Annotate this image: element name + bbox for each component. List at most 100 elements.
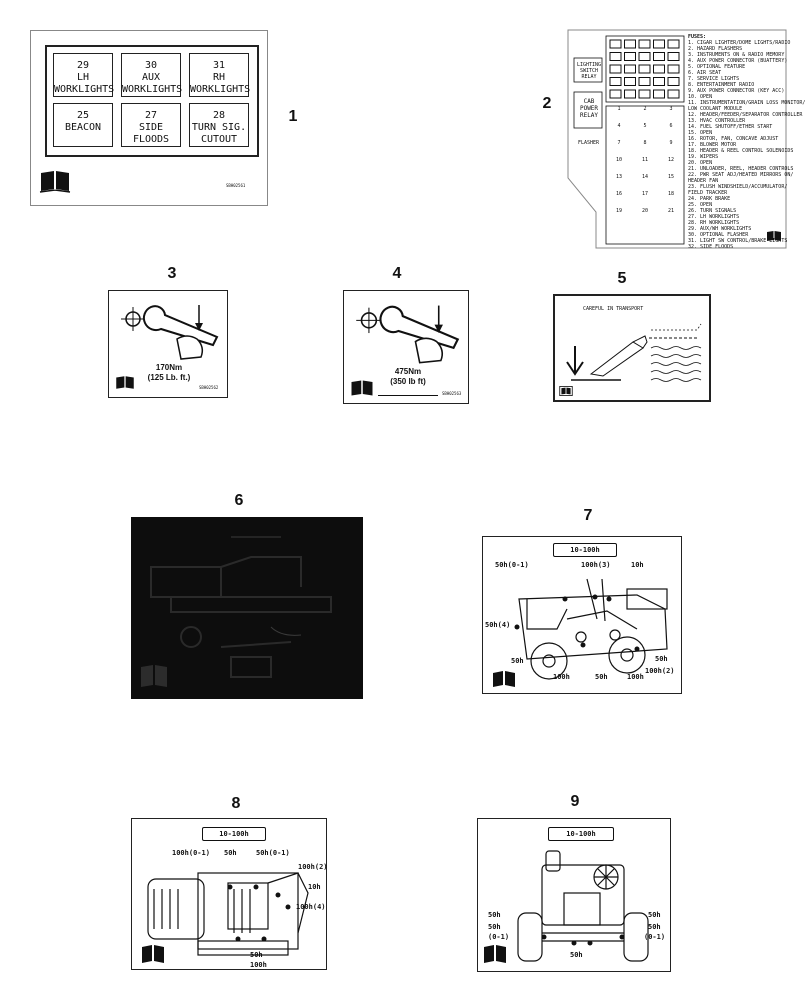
fuse-note: 1. CIGAR LIGHTER/DOME LIGHTS/RADIO xyxy=(688,40,791,46)
fuse-cell: 4 xyxy=(617,123,621,129)
decal-2-fuse-panel xyxy=(567,29,787,249)
fuse-note: 15. OPEN xyxy=(688,130,713,136)
fuse-cell: 2 xyxy=(643,106,647,112)
fuse-cell: 6 xyxy=(669,123,673,129)
lube-label: 10h xyxy=(631,561,644,569)
lube-label: 50h(0-1) xyxy=(495,561,529,569)
lube-label: 50h xyxy=(250,951,263,959)
combine-side-graphic xyxy=(493,578,668,687)
transport-warning-graphic xyxy=(566,323,702,382)
decal-7-lube-side-view: 10-100h 50h(0-1) 100h(3) 10h 50h(4) 50h … xyxy=(482,536,682,694)
fuse-slot xyxy=(624,64,636,74)
fuse-note: 6. AIR SEAT xyxy=(688,70,722,76)
lube-label: 100h(3) xyxy=(581,561,611,569)
torque-value: 170Nm(125 Lb. ft.) xyxy=(147,363,191,382)
item-number-5: 5 xyxy=(617,270,627,287)
lube-label: 50h xyxy=(224,849,237,857)
lube-interval-badge: 10-100h xyxy=(202,827,266,841)
fuse-cell: 10 xyxy=(615,157,623,163)
fuse-cell: 11 xyxy=(641,157,649,163)
lube-label: 100h(2) xyxy=(645,667,675,675)
fuse-cell: 13 xyxy=(615,174,623,180)
fuse-block-lower xyxy=(605,105,685,245)
fuse-note: 7. SERVICE LIGHTS xyxy=(688,76,740,82)
fuse-cell: 18 xyxy=(667,191,675,197)
fuse-note: 25. OPEN xyxy=(688,202,713,208)
fuse-note: 22. PWR SEAT ADJ/HEATED MIRRORS ON/ xyxy=(688,172,794,178)
manual-book-icon xyxy=(351,380,373,396)
fuse-note: 21. UNLOADER, REEL, HEADER CONTROLS xyxy=(688,166,794,172)
fuse-note: 30. OPTIONAL FLASHER xyxy=(688,232,749,238)
lube-label: 50h xyxy=(648,923,661,931)
fuse-cell: 15 xyxy=(667,174,675,180)
fuse-note: 20. OPEN xyxy=(688,160,713,166)
fuse-note: 5. OPTIONAL FEATURE xyxy=(688,64,746,70)
fuse-note: 8. ENTERTAINMENT RADIO xyxy=(688,82,755,88)
lube-label: 50h xyxy=(570,951,583,959)
fuse-slot xyxy=(667,39,680,49)
lube-label: 50h(4) xyxy=(485,621,511,629)
fuse-note: 4. AUX POWER CONNECTOR (BUATTERY) xyxy=(688,58,788,64)
fuse-cell: 20 xyxy=(641,208,649,214)
fuse-slot xyxy=(638,52,651,61)
fuse-slot xyxy=(624,39,636,49)
fuse-cell: 14 xyxy=(641,174,649,180)
fuse-slot xyxy=(667,52,680,61)
fuse-note: 19. WIPERS xyxy=(688,154,719,160)
fuse-note: 23. FLUSH WINDSHIELD/ACCUMULATOR/ xyxy=(688,184,788,190)
lube-label: 100h xyxy=(553,673,570,681)
fuse-slot xyxy=(609,77,622,86)
fuse-note: 14. FUEL SHUTOFF/ETHER START xyxy=(688,124,773,130)
lube-label: 50h xyxy=(655,655,668,663)
fuse-note: 18. HEADER & REEL CONTROL SOLENOIDS xyxy=(688,148,794,154)
fuse-note: 28. RH WORKLIGHTS xyxy=(688,220,740,226)
lube-label: (0-1) xyxy=(644,933,666,941)
fuse-slot xyxy=(609,89,622,99)
fuse-slot xyxy=(609,64,622,74)
fuse-note: LOW COOLANT MODULE xyxy=(688,106,743,112)
fuse-slot xyxy=(667,64,680,74)
lube-label: 50h xyxy=(488,911,501,919)
torque-value: 475Nm(350 lb ft) xyxy=(390,367,426,386)
dark-decal-graphic xyxy=(141,536,332,687)
manual-book-icon xyxy=(39,171,71,193)
fuse-cell: 9 xyxy=(669,140,673,146)
decal-8-lube-top-view: 10-100h 100h(0-1) 50h 50h(0-1) 100h(2) 1… xyxy=(131,818,328,970)
fuse-note: 12. HEADER/FEEDER/SEPARATOR CONTROLLER xyxy=(688,112,803,118)
fuse-slot xyxy=(667,89,680,99)
item-number-7: 7 xyxy=(583,507,593,524)
fuse-cell: 12 xyxy=(667,157,675,163)
fuse-slot xyxy=(653,39,665,49)
fuse-slot xyxy=(624,52,636,61)
item-number-8: 8 xyxy=(231,795,241,812)
fuse-notes: FUSES: 1. CIGAR LIGHTER/DOME LIGHTS/RADI… xyxy=(688,34,806,250)
fuse-cell: 7 xyxy=(617,140,621,146)
relay-label-lighting: LIGHTING SWITCH RELAY xyxy=(576,62,602,80)
fuse-cell: 8 xyxy=(643,140,647,146)
item-number-9: 9 xyxy=(570,793,580,810)
lube-label: 50h xyxy=(511,657,524,665)
decal-3-torque-170: 170Nm(125 Lb. ft.) SBH02562 xyxy=(108,290,228,398)
relay-label-cab-power: CAB POWER RELAY xyxy=(579,98,599,119)
fuse-note: 2. HAZARD FLASHERS xyxy=(688,46,743,52)
fuse-slot xyxy=(624,89,636,99)
fuse-cell: 17 xyxy=(641,191,649,197)
lube-interval-badge: 10-100h xyxy=(548,827,614,841)
fuse-cell: 1 xyxy=(617,106,621,112)
lube-label: 50h(0-1) xyxy=(256,849,290,857)
fuse-slot xyxy=(638,64,651,74)
lube-label: 50h xyxy=(595,673,608,681)
wrench-torque-icon xyxy=(121,305,219,360)
fuse-slot xyxy=(653,89,665,99)
lube-label: 50h xyxy=(648,911,661,919)
fuse-cell: 16 xyxy=(615,191,623,197)
lube-label: 100h(4) xyxy=(296,903,326,911)
caption: CAREFUL IN TRANSPORT xyxy=(583,306,644,312)
fuse-note: FIELD TRACKER xyxy=(688,190,728,196)
fuse-note: 17. BLOWER MOTOR xyxy=(688,142,737,148)
flasher-label: FLASHER xyxy=(578,140,600,146)
